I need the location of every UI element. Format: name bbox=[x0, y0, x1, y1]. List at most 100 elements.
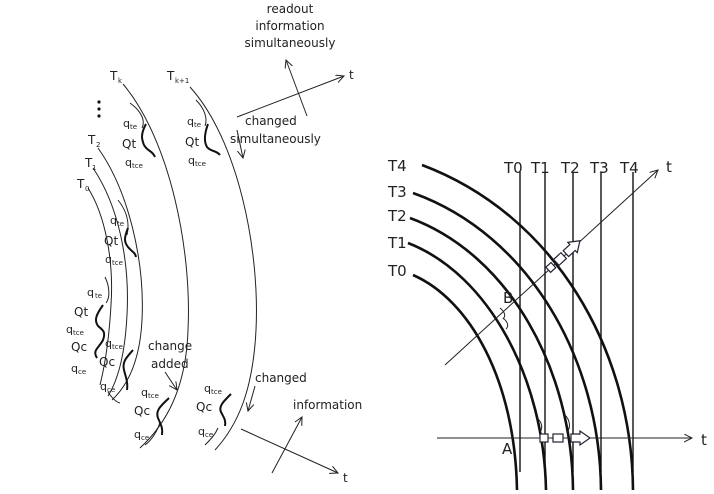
svg-text:Qt: Qt bbox=[185, 135, 199, 149]
changed-bottom-arrow bbox=[248, 385, 256, 411]
marker-square bbox=[552, 251, 568, 267]
svg-text:Qc: Qc bbox=[134, 404, 150, 418]
inner-arc bbox=[204, 427, 219, 446]
inner-arc bbox=[129, 102, 144, 129]
svg-text:tce: tce bbox=[211, 388, 222, 396]
svg-text:T: T bbox=[109, 69, 118, 83]
svg-text:tce: tce bbox=[112, 343, 123, 351]
arc-t1 bbox=[92, 167, 128, 397]
arc-t4 bbox=[421, 163, 635, 491]
change-label: change bbox=[148, 339, 192, 353]
svg-text:Qc: Qc bbox=[99, 355, 115, 369]
curve-label-t2: T 2 bbox=[87, 133, 100, 149]
svg-text:1: 1 bbox=[92, 164, 96, 172]
qt-wave bbox=[141, 123, 156, 158]
line-label-t1: T1 bbox=[530, 159, 550, 177]
information-bottom-label: information bbox=[293, 398, 362, 412]
inner-arc bbox=[144, 421, 161, 446]
curve-label-tk: T k bbox=[109, 69, 123, 85]
marker-square bbox=[544, 261, 557, 274]
arc-t2 bbox=[97, 147, 143, 401]
arc-label-t4: T4 bbox=[387, 157, 407, 175]
svg-text:T: T bbox=[76, 177, 85, 191]
line-label-t0: T0 bbox=[503, 159, 523, 177]
information-label: information bbox=[255, 19, 324, 33]
ellipsis-dots bbox=[97, 100, 101, 118]
qt-wave bbox=[203, 123, 221, 156]
svg-text:tce: tce bbox=[112, 259, 123, 267]
svg-text:k: k bbox=[118, 77, 123, 85]
svg-text:ce: ce bbox=[205, 431, 213, 439]
inner-arc bbox=[107, 391, 121, 404]
changed-arrow bbox=[236, 129, 243, 158]
small-arc bbox=[536, 417, 543, 433]
svg-text:q: q bbox=[123, 117, 130, 130]
top-time-axis bbox=[236, 76, 344, 118]
svg-text:0: 0 bbox=[85, 185, 89, 193]
svg-text:te: te bbox=[130, 123, 137, 131]
svg-text:q: q bbox=[125, 156, 132, 169]
arc-t0 bbox=[412, 273, 519, 491]
left-panel: readout information simultaneously t cha… bbox=[66, 2, 362, 485]
top-axis-t-label: t bbox=[349, 68, 354, 82]
svg-text:tce: tce bbox=[132, 162, 143, 170]
vertical-lines bbox=[519, 172, 634, 472]
svg-text:Qt: Qt bbox=[74, 305, 88, 319]
svg-text:k+1: k+1 bbox=[175, 77, 189, 85]
svg-text:q: q bbox=[87, 286, 94, 299]
line-label-t4: T4 bbox=[619, 159, 639, 177]
inner-arc bbox=[104, 276, 110, 304]
marker-arrow-icon bbox=[570, 429, 592, 447]
svg-text:te: te bbox=[194, 121, 201, 129]
svg-text:tce: tce bbox=[148, 392, 159, 400]
simultaneously-label: simultaneously bbox=[245, 36, 336, 50]
line-label-t3: T3 bbox=[589, 159, 609, 177]
svg-text:T: T bbox=[87, 133, 96, 147]
change-added-arrow bbox=[164, 371, 177, 390]
qc-wave bbox=[156, 397, 170, 436]
svg-text:q: q bbox=[134, 428, 141, 441]
right-panel: T4 T3 T2 T1 T0 T0 T1 T2 T3 T4 t t A B bbox=[387, 157, 707, 491]
svg-text:q: q bbox=[105, 337, 112, 350]
diagonal-propagation-markers bbox=[544, 240, 581, 274]
svg-text:q: q bbox=[105, 253, 112, 266]
arc-t1 bbox=[407, 241, 548, 491]
svg-text:T: T bbox=[84, 156, 93, 170]
qc-wave bbox=[219, 393, 232, 427]
svg-text:q: q bbox=[71, 362, 78, 375]
svg-text:T: T bbox=[166, 69, 175, 83]
bottom-info-arrow bbox=[271, 417, 302, 474]
svg-text:2: 2 bbox=[96, 141, 100, 149]
point-b-label: B bbox=[503, 289, 513, 307]
arc-label-t0: T0 bbox=[387, 262, 407, 280]
svg-text:tce: tce bbox=[195, 160, 206, 168]
small-arc bbox=[502, 317, 509, 330]
arc-t0 bbox=[87, 187, 113, 386]
changed-bottom-label: changed bbox=[255, 371, 307, 385]
diagonal-axis-t-label: t bbox=[666, 158, 672, 176]
small-arc bbox=[564, 414, 570, 433]
svg-text:te: te bbox=[117, 220, 124, 228]
arc-label-t3: T3 bbox=[387, 183, 407, 201]
inner-arc bbox=[195, 99, 207, 127]
curve-label-t0: T 0 bbox=[76, 177, 89, 193]
svg-text:q: q bbox=[187, 115, 194, 128]
svg-text:q: q bbox=[204, 382, 211, 395]
bottom-time-axis bbox=[240, 428, 338, 473]
bottom-axis-t-label: t bbox=[343, 471, 348, 485]
qc-wave bbox=[122, 349, 134, 391]
svg-text:te: te bbox=[95, 292, 102, 300]
line-label-t2: T2 bbox=[560, 159, 580, 177]
svg-text:Qc: Qc bbox=[71, 340, 87, 354]
top-readout-arrow bbox=[286, 60, 308, 117]
changed-label: changed bbox=[245, 114, 297, 128]
svg-text:q: q bbox=[141, 386, 148, 399]
